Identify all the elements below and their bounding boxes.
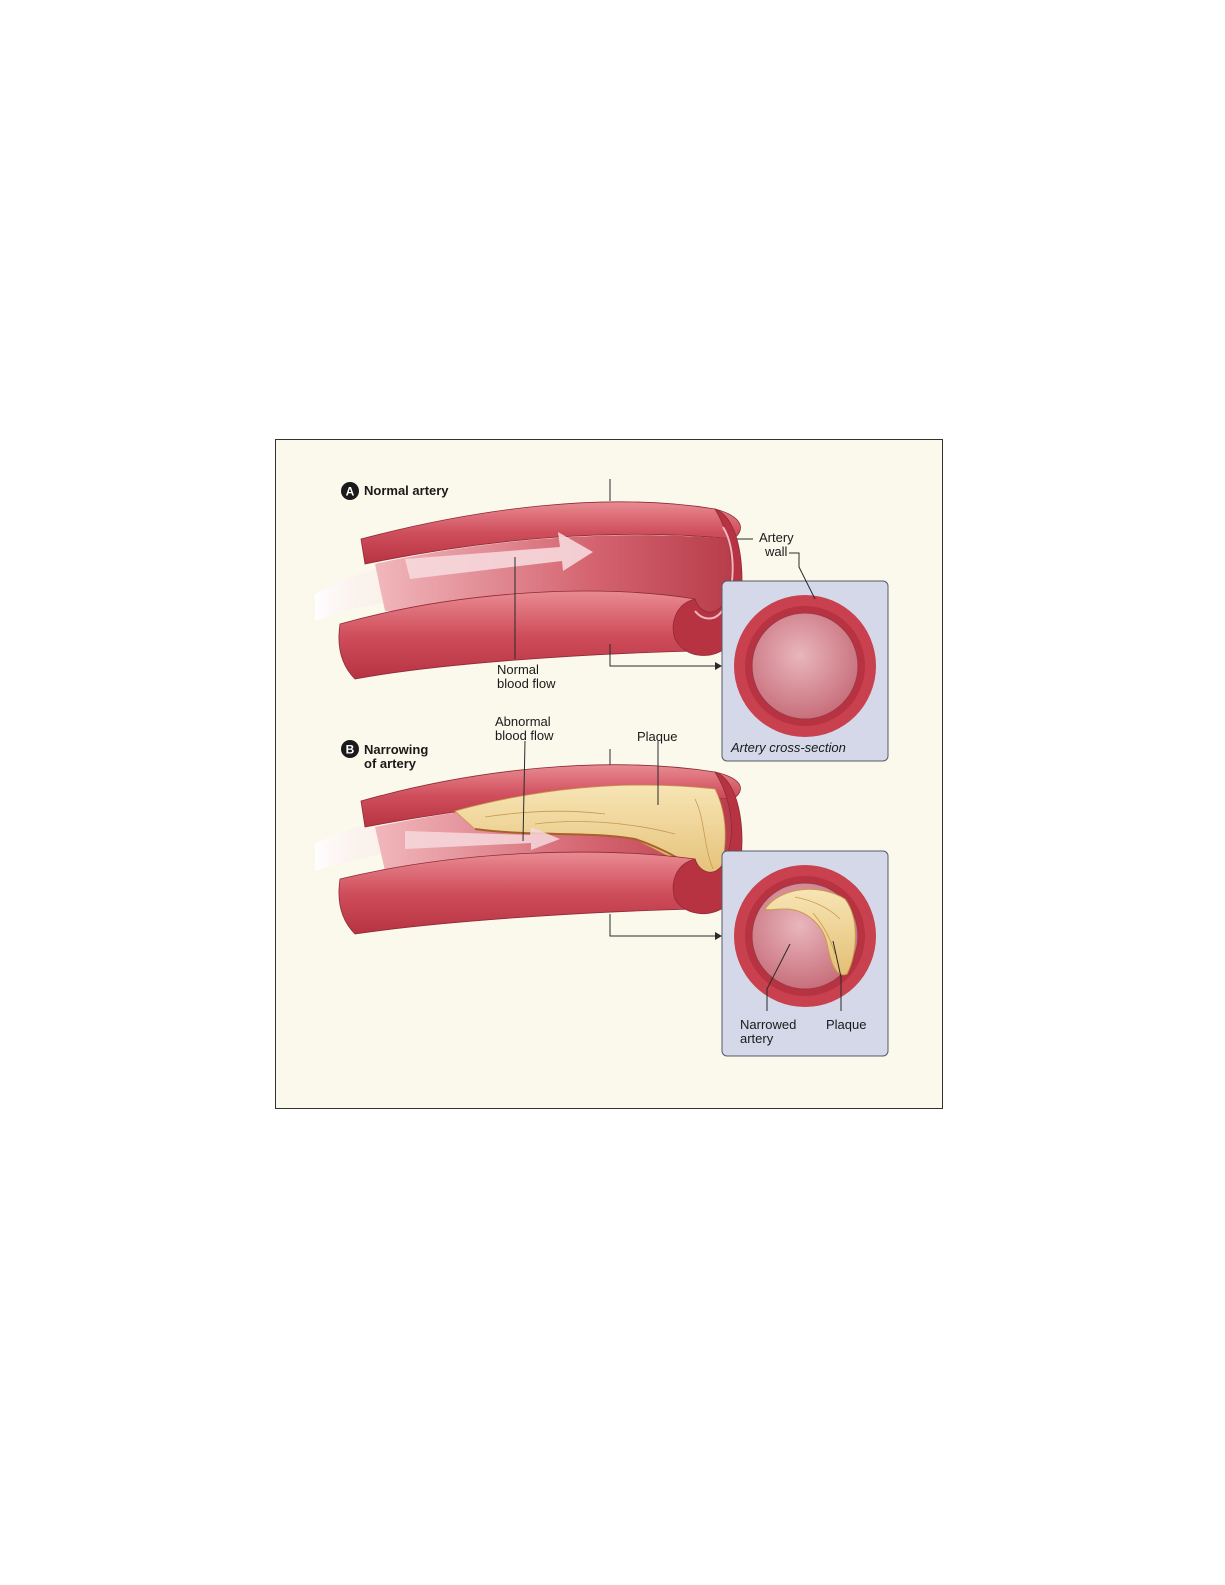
artery-diagram: A Normal artery Artery cross-section Art… [275,439,943,1109]
cross-section-lumen-a [752,613,858,719]
badge-a-letter: A [346,485,355,499]
panel-b-title-line1: Narrowing [364,742,428,757]
label-narrowed-line2: artery [740,1031,774,1046]
panel-a-title: Normal artery [364,483,449,498]
label-abnormal-flow-line1: Abnormal [495,714,551,729]
cross-section-caption: Artery cross-section [730,740,846,755]
label-artery-wall-line2: wall [764,544,788,559]
label-abnormal-flow-line2: blood flow [495,728,554,743]
label-plaque: Plaque [637,729,677,744]
label-narrowed-line1: Narrowed [740,1017,796,1032]
badge-b-letter: B [346,743,355,757]
label-normal-flow-line1: Normal [497,662,539,677]
label-normal-flow-line2: blood flow [497,676,556,691]
label-plaque-cross: Plaque [826,1017,866,1032]
panel-b-title-line2: of artery [364,756,417,771]
label-artery-wall-line1: Artery [759,530,794,545]
